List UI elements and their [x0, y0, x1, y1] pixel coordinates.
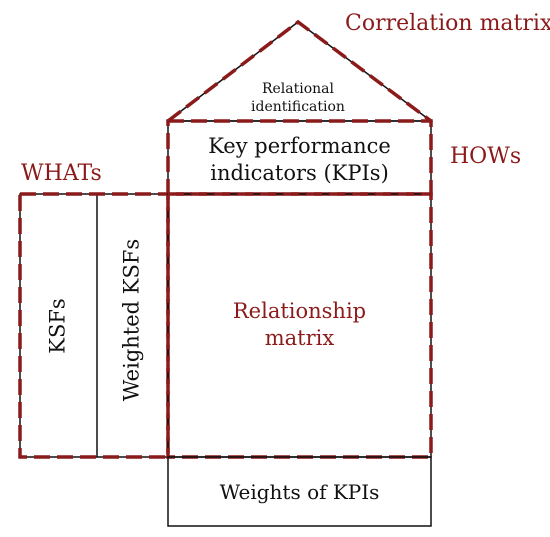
relational-identification-line2: identification: [251, 99, 345, 115]
roof-dashed-outline: [166, 19, 433, 123]
relationship-matrix-line2: matrix: [264, 326, 335, 350]
kpis-label: Key performance indicators (KPIs): [168, 133, 431, 187]
weights-of-kpis-box: [167, 456, 432, 527]
correlation-matrix-label: Correlation matrix: [345, 11, 550, 36]
relational-identification-line1: Relational: [261, 81, 335, 97]
weights-of-kpis-label: Weights of KPIs: [219, 480, 380, 504]
whats-box: [19, 193, 169, 458]
weighted-ksfs-label: Weighted KSFs: [119, 238, 144, 402]
whats-label: WHATs: [21, 161, 102, 186]
kpis-line1: Key performance: [208, 134, 391, 158]
whats-box-dashed: [18, 192, 170, 459]
kpis-line2: indicators (KPIs): [210, 161, 389, 185]
relationship-matrix-line1: Relationship: [232, 299, 367, 323]
relational-identification-label: Relational identification: [238, 80, 358, 116]
relationship-matrix-label: Relationship matrix: [168, 298, 431, 352]
hows-label: HOWs: [450, 144, 522, 169]
ksfs-label: KSFs: [45, 298, 70, 354]
